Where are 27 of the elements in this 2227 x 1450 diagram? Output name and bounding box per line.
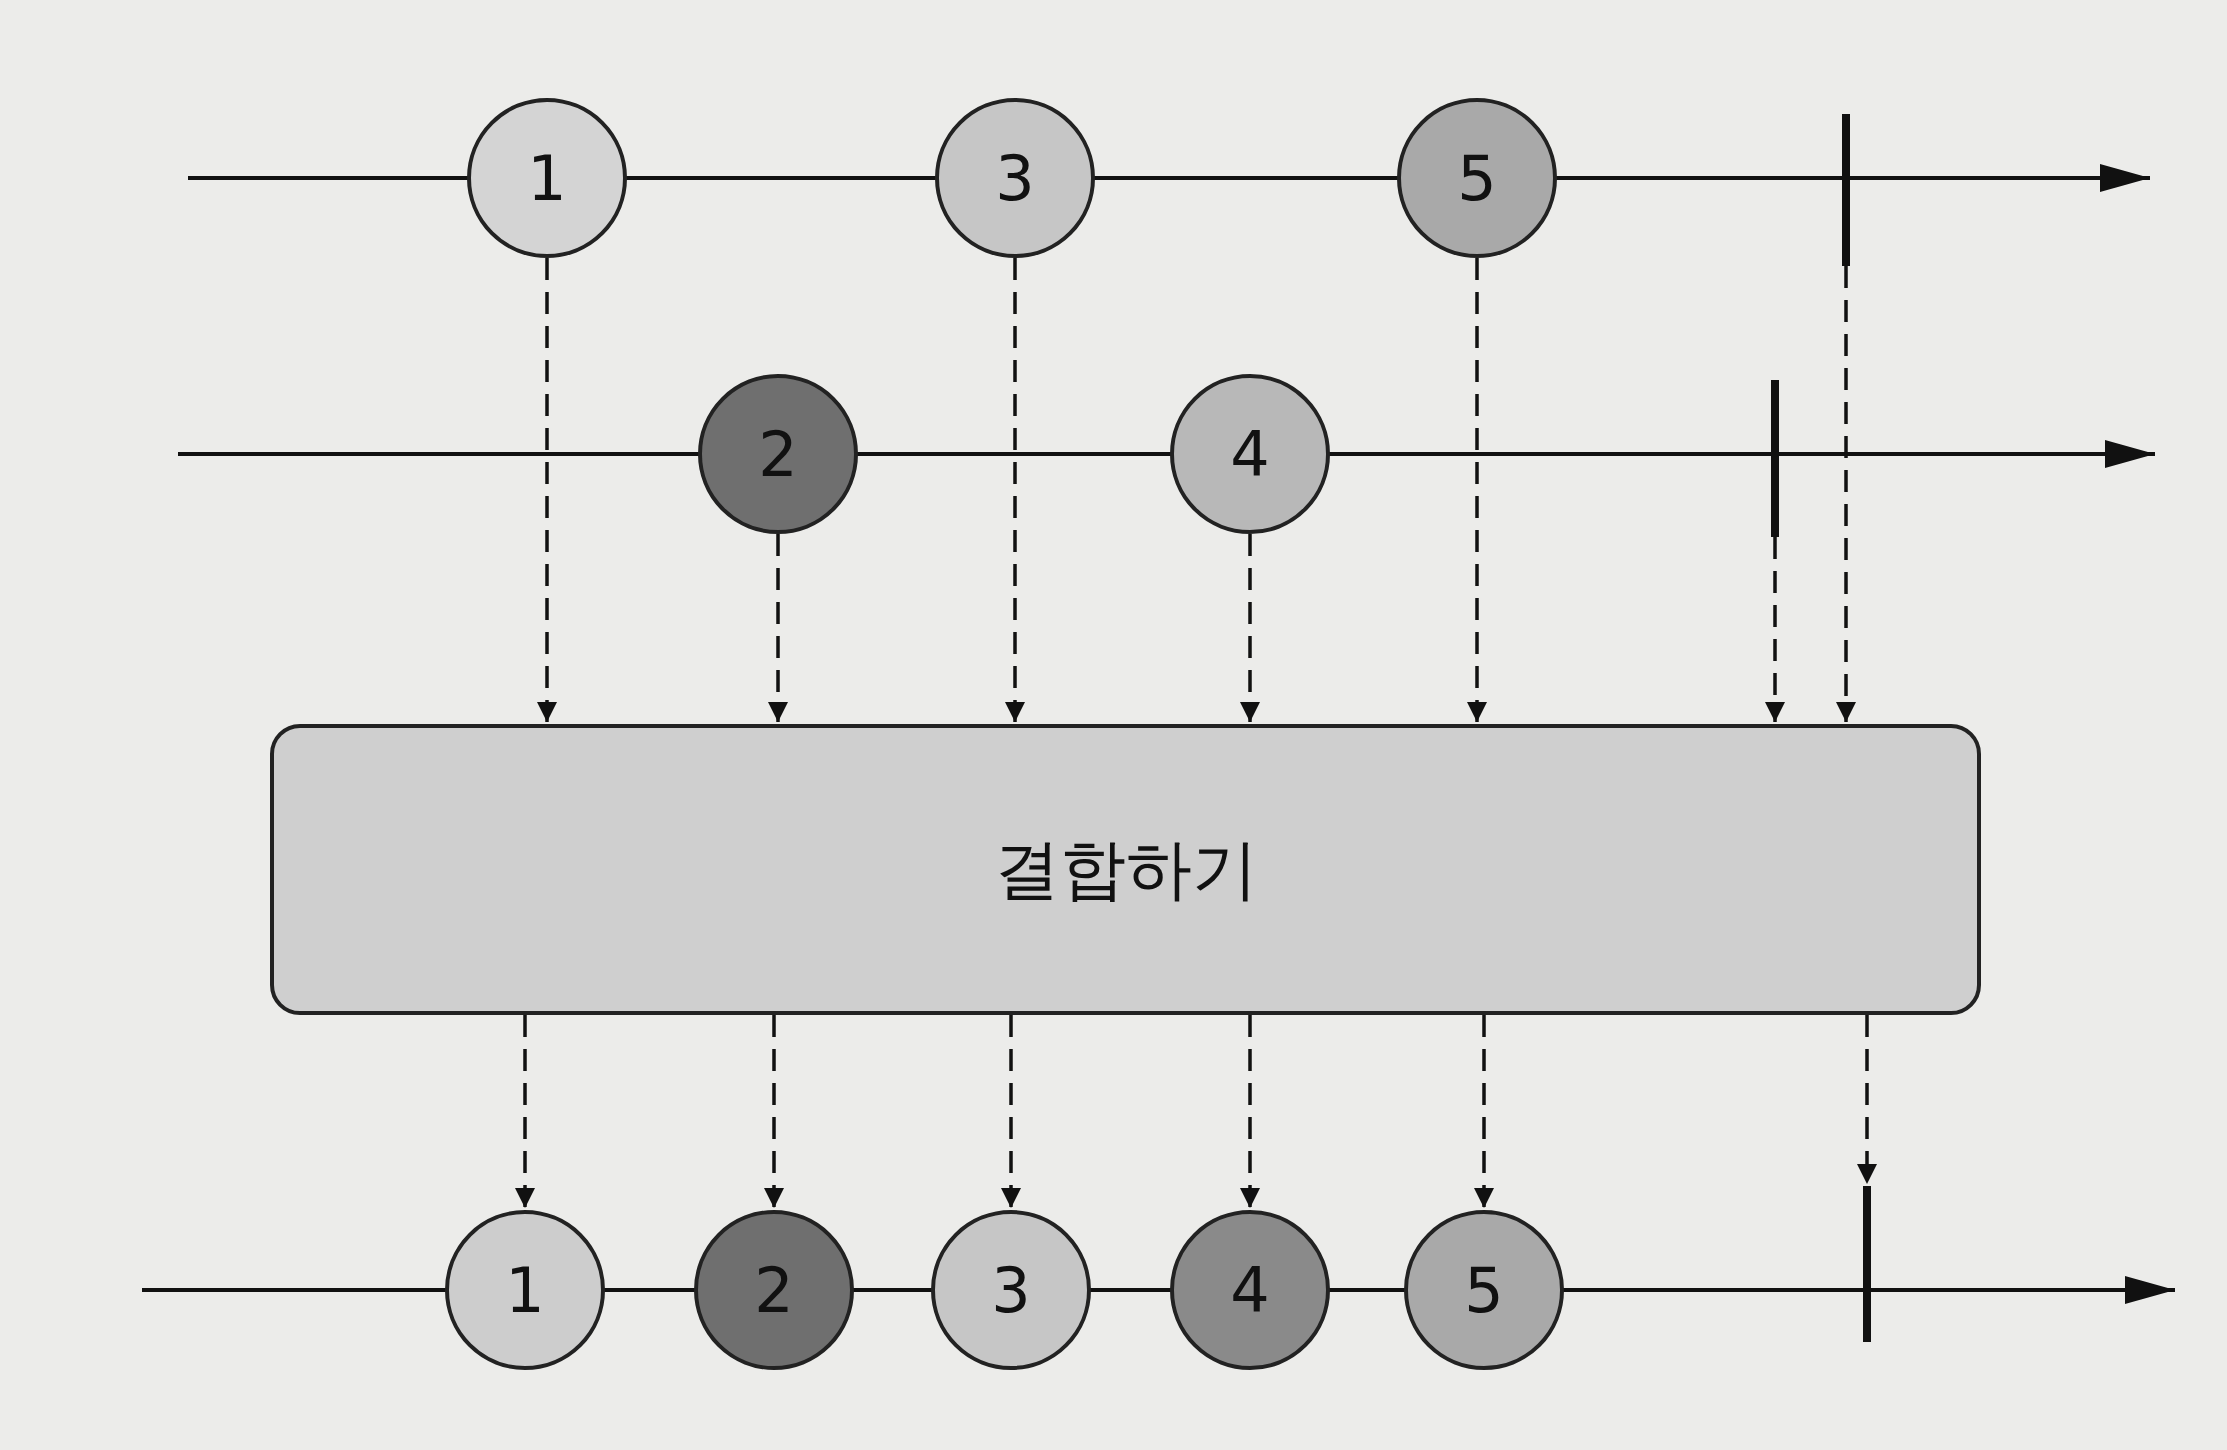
dashed-arrow	[1005, 258, 1025, 722]
completion-bar	[1863, 1186, 1871, 1342]
item-circle: 2	[694, 1210, 854, 1370]
dashed-arrow	[1474, 1015, 1494, 1208]
item-circle: 5	[1397, 98, 1557, 258]
item-circle: 4	[1170, 374, 1330, 534]
item-circle: 3	[935, 98, 1095, 258]
completion-bar	[1842, 114, 1850, 266]
dashed-arrow	[1836, 266, 1856, 722]
dashed-arrow	[515, 1015, 535, 1208]
dashed-arrow	[1240, 534, 1260, 722]
dashed-arrow	[1857, 1015, 1877, 1184]
process-box: 결합하기	[270, 724, 1981, 1015]
item-circle: 1	[467, 98, 627, 258]
dashed-arrow	[1240, 1015, 1260, 1208]
item-circle: 5	[1404, 1210, 1564, 1370]
item-circle: 1	[445, 1210, 605, 1370]
dashed-arrow	[764, 1015, 784, 1208]
item-circle: 4	[1170, 1210, 1330, 1370]
dashed-arrow	[768, 534, 788, 722]
dashed-arrow	[1467, 258, 1487, 722]
completion-bar	[1771, 380, 1779, 537]
item-circle: 2	[698, 374, 858, 534]
dashed-arrow	[537, 258, 557, 722]
item-circle: 3	[931, 1210, 1091, 1370]
dashed-arrow	[1765, 537, 1785, 722]
dashed-arrow	[1001, 1015, 1021, 1208]
